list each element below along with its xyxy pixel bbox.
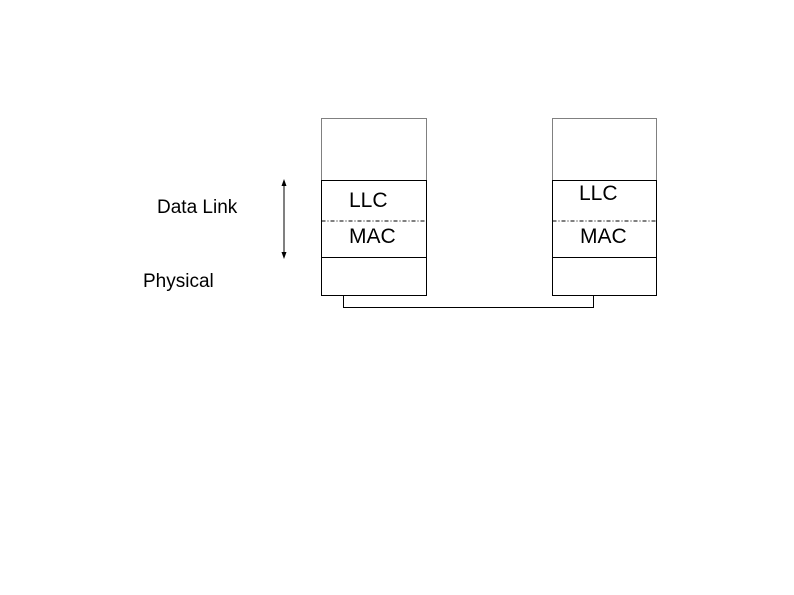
data-link-label: Data Link [157,197,238,218]
left-upper-layers-box [321,118,427,181]
physical-medium-link [343,295,594,308]
right-upper-layers-box [552,118,657,181]
right-physical-box [552,257,657,296]
right-mac-label: MAC [580,225,627,248]
right-llc-label: LLC [579,182,618,205]
data-link-span-arrow [281,179,287,259]
physical-label: Physical [143,271,214,292]
left-llc-label: LLC [349,189,388,212]
left-physical-box [321,257,427,296]
right-station-stack: LLC MAC [552,118,657,296]
left-station-stack: LLC MAC [321,118,427,296]
left-mac-label: MAC [349,225,396,248]
